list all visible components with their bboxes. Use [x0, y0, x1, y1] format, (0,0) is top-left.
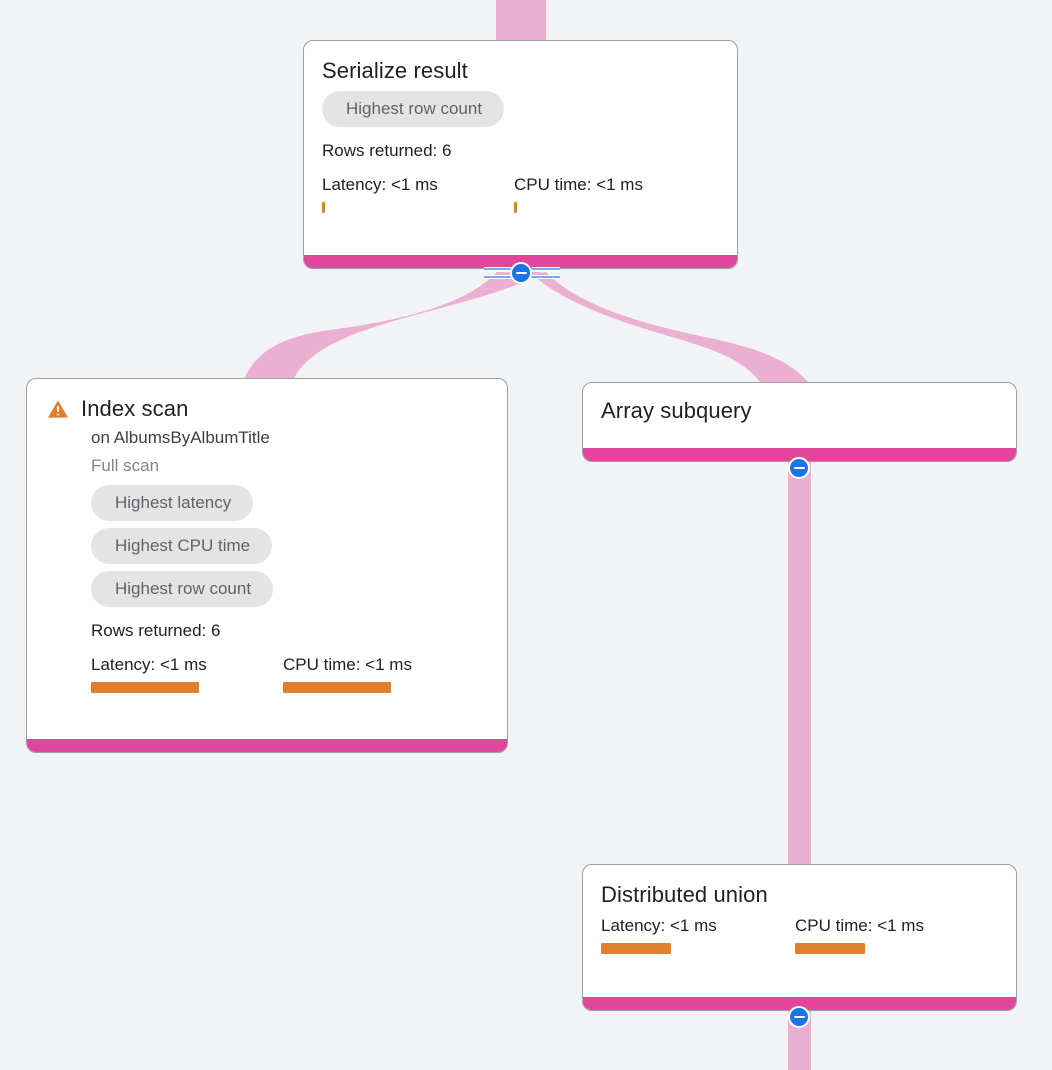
- chip-highest-latency: Highest latency: [91, 485, 254, 521]
- metric-cpu-time: CPU time: <1 ms: [283, 654, 412, 693]
- metric-cpu-time: CPU time: <1 ms: [795, 915, 924, 954]
- node-metrics: Latency: <1 ms CPU time: <1 ms: [322, 174, 719, 213]
- node-accent-bar: [583, 448, 1016, 461]
- metric-cpu-time: CPU time: <1 ms: [514, 174, 643, 213]
- node-metrics: Latency: <1 ms CPU time: <1 ms: [91, 654, 489, 693]
- metric-latency: Latency: <1 ms: [601, 915, 795, 954]
- metric-latency: Latency: <1 ms: [91, 654, 283, 693]
- metric-cpu-time-label: CPU time: <1 ms: [514, 175, 643, 194]
- node-chip-list: Highest latency Highest CPU time Highest…: [91, 485, 489, 614]
- node-header: Array subquery: [601, 397, 998, 425]
- metric-latency-bar: [322, 202, 325, 213]
- metric-cpu-time-bar: [795, 943, 865, 954]
- metric-latency-label: Latency: <1 ms: [91, 655, 207, 674]
- rows-returned: Rows returned: 6: [91, 621, 221, 640]
- node-accent-bar: [583, 997, 1016, 1010]
- chip-highest-cpu-time: Highest CPU time: [91, 528, 273, 564]
- metric-latency-bar: [601, 943, 671, 954]
- metric-cpu-time-label: CPU time: <1 ms: [283, 655, 412, 674]
- metric-cpu-time-bar: [514, 202, 517, 213]
- chip-highest-row-count: Highest row count: [91, 571, 274, 607]
- metric-latency-bar: [91, 682, 199, 693]
- node-array-subquery[interactable]: Array subquery: [582, 382, 1017, 462]
- metric-cpu-time-bar: [283, 682, 391, 693]
- metric-latency-label: Latency: <1 ms: [322, 175, 438, 194]
- node-title: Distributed union: [601, 882, 768, 907]
- node-body: Index scan on AlbumsByAlbumTitle Full sc…: [27, 379, 507, 739]
- collapse-toggle-distributed-union[interactable]: [788, 1006, 810, 1028]
- node-serialize-result[interactable]: Serialize result Highest row count Rows …: [303, 40, 738, 269]
- edge-serialize-to-array: [532, 272, 808, 382]
- node-subtitle: on AlbumsByAlbumTitle: [91, 428, 270, 447]
- chip-row: Highest row count: [91, 571, 489, 614]
- node-accent-bar: [304, 255, 737, 268]
- node-title: Array subquery: [601, 398, 752, 423]
- node-header: Index scan: [47, 395, 489, 423]
- metric-cpu-time-label: CPU time: <1 ms: [795, 916, 924, 935]
- node-title: Index scan: [81, 396, 189, 421]
- chip-row: Highest row count: [322, 91, 719, 134]
- minus-circle-icon: [793, 466, 805, 470]
- warning-triangle-icon: [48, 400, 68, 418]
- edge-serialize-to-index: [243, 272, 541, 385]
- node-header: Distributed union: [601, 881, 998, 909]
- node-index-scan[interactable]: Index scan on AlbumsByAlbumTitle Full sc…: [26, 378, 508, 753]
- node-distributed-union[interactable]: Distributed union Latency: <1 ms CPU tim…: [582, 864, 1017, 1011]
- metric-latency-label: Latency: <1 ms: [601, 916, 717, 935]
- edge-array-to-union: [788, 462, 811, 870]
- minus-circle-icon: [515, 271, 527, 275]
- node-accent-bar: [27, 739, 507, 752]
- node-title: Serialize result: [322, 58, 468, 83]
- rows-returned: Rows returned: 6: [322, 141, 452, 160]
- minus-circle-icon: [793, 1015, 805, 1019]
- node-metrics: Latency: <1 ms CPU time: <1 ms: [601, 915, 998, 954]
- collapse-toggle-array-subquery[interactable]: [788, 457, 810, 479]
- rail-right-lower: [532, 275, 560, 279]
- chip-row: Highest latency: [91, 485, 489, 528]
- metric-latency: Latency: <1 ms: [322, 174, 514, 213]
- chip-row: Highest CPU time: [91, 528, 489, 571]
- chip-highest-row-count: Highest row count: [322, 91, 505, 127]
- collapse-toggle-serialize-result[interactable]: [510, 262, 532, 284]
- rail-left-lower: [484, 275, 512, 279]
- node-chip-list: Highest row count: [322, 91, 719, 134]
- node-header: Serialize result: [322, 57, 719, 85]
- node-detail: Full scan: [91, 456, 160, 475]
- node-body: Serialize result Highest row count Rows …: [304, 41, 737, 255]
- node-body: Distributed union Latency: <1 ms CPU tim…: [583, 865, 1016, 997]
- node-body: Array subquery: [583, 383, 1016, 448]
